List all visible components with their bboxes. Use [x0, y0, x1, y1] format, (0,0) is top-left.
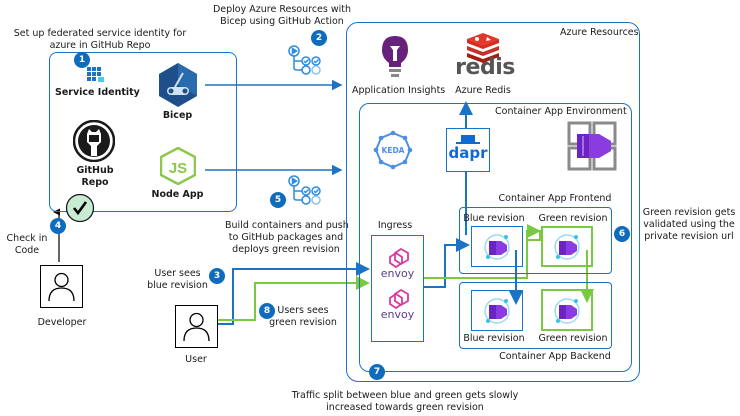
dapr-hat-icon: [461, 135, 475, 143]
developer-actor: [40, 265, 83, 308]
application-insights-icon: [380, 34, 410, 84]
container-app-environment-title: Container App Environment: [495, 106, 627, 117]
user-green-path: [218, 276, 370, 321]
frontend-green-revision-label: Green revision: [538, 213, 608, 224]
backend-blue-revision: [471, 290, 523, 331]
application-insights-label: Application Insights: [352, 85, 446, 96]
container-app-icon: [554, 298, 580, 324]
keda-icon: KEDA: [373, 130, 413, 174]
step-badge-1: 1: [74, 52, 90, 68]
envoy-label: envoy: [380, 267, 415, 280]
service-identity-label: Service Identity: [55, 87, 140, 98]
step-badge-4: 4: [50, 218, 66, 234]
github-action-icon: [287, 45, 323, 79]
envoy-icon: [389, 289, 409, 309]
step-badge-6: 6: [614, 226, 630, 242]
container-app-icon: [484, 298, 510, 324]
azure-redis-label: Azure Redis: [455, 85, 511, 96]
user-label: User: [185, 354, 207, 365]
container-app-environment-box: [359, 103, 632, 372]
service-identity-icon: [87, 67, 105, 87]
svg-text:KEDA: KEDA: [382, 146, 405, 155]
backend-green-revision-label: Green revision: [538, 333, 608, 344]
backend-green-revision: [541, 289, 593, 331]
person-icon: [183, 312, 210, 342]
step-badge-3: 3: [209, 268, 225, 284]
step-badge-2: 2: [311, 30, 327, 46]
github-icon: [72, 119, 116, 166]
container-app-icon: [484, 234, 510, 260]
nodejs-icon: JS: [159, 146, 197, 189]
ingress-box: envoy envoy: [371, 235, 424, 342]
container-app-frontend-title: Container App Frontend: [498, 193, 612, 204]
redis-logo-text: redis: [455, 55, 515, 80]
frontend-blue-revision: [471, 226, 523, 267]
container-app-frontend-box: [459, 207, 612, 274]
svg-text:JS: JS: [169, 160, 187, 177]
dapr-logo-text: dapr: [448, 144, 488, 162]
container-app-environment-icon: [567, 121, 617, 175]
redis-icon: [465, 33, 501, 67]
step-badge-8: 8: [259, 303, 275, 319]
azure-resources-title: Azure Resources: [560, 27, 639, 38]
checkmark-icon: [65, 193, 95, 227]
user-actor: [175, 305, 218, 348]
dapr-box: dapr: [446, 128, 490, 172]
ingress-blue-path: [424, 238, 470, 288]
step-badge-5: 5: [270, 192, 286, 208]
backend-blue-revision-label: Blue revision: [463, 333, 525, 344]
user-blue-path: [218, 262, 370, 325]
frontend-blue-revision-label: Blue revision: [463, 213, 525, 224]
container-app-icon: [554, 234, 580, 260]
envoy-icon: [389, 248, 409, 268]
github-repo-box: [49, 52, 237, 212]
frontend-green-revision: [541, 226, 593, 267]
bicep-icon: [158, 63, 198, 111]
azure-resources-box: [346, 22, 640, 382]
bicep-label: Bicep: [162, 110, 193, 121]
container-app-backend-box: [459, 282, 612, 349]
ingress-label: Ingress: [377, 220, 413, 231]
github-action-icon: [287, 175, 323, 209]
node-app-label: Node App: [151, 189, 204, 200]
container-app-backend-title: Container App Backend: [499, 351, 611, 362]
developer-label: Developer: [37, 317, 87, 328]
envoy-label: envoy: [380, 308, 415, 321]
person-icon: [48, 272, 75, 302]
step-badge-7: 7: [369, 364, 385, 380]
step7-caption: Traffic split between blue and green get…: [291, 390, 519, 413]
